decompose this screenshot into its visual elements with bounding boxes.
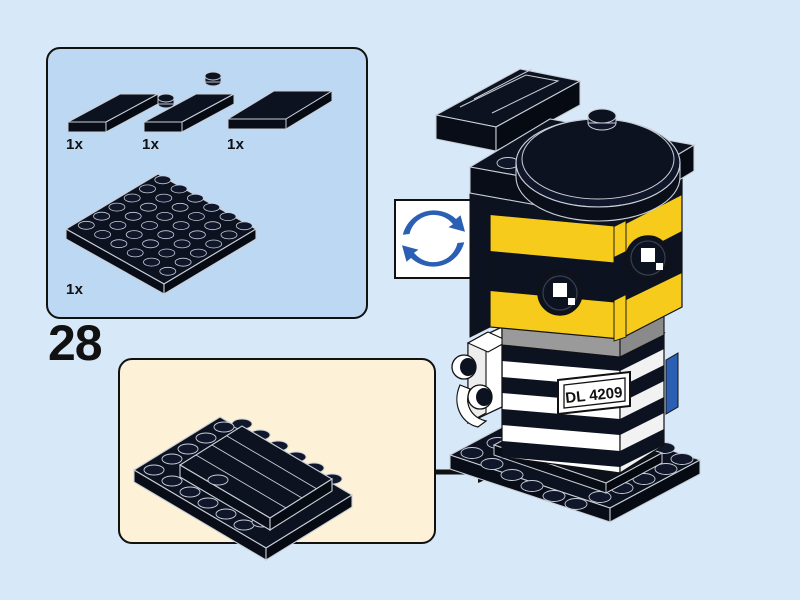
part-plate-1x4-2studs <box>143 71 235 133</box>
part-quantity-plate-1x4-2studs: 1x <box>142 136 160 153</box>
sub-assembly-panel <box>118 358 436 561</box>
parts-illustrations <box>64 71 334 295</box>
part-quantity-tile-1x4: 1x <box>66 136 84 153</box>
name-sign: DL 4209 <box>557 370 631 416</box>
parts-inventory-panel: 1x 1x 1x 1x <box>46 47 368 319</box>
model-left-arm <box>451 325 510 428</box>
rotate-icon <box>402 210 465 267</box>
rotate-model-badge <box>394 199 474 279</box>
step-number: 28 <box>48 315 103 371</box>
model-illustration: DL 4209 <box>430 55 740 535</box>
model-eye-left <box>537 270 583 316</box>
model-cap-dish <box>515 108 681 222</box>
model-eye-right <box>625 235 671 281</box>
part-quantity-tile-2x4: 1x <box>227 136 245 153</box>
part-tile-1x4 <box>67 93 159 133</box>
part-quantity-plate-6x6: 1x <box>66 281 84 298</box>
part-tile-2x4 <box>226 90 334 130</box>
placed-tiles <box>178 425 334 531</box>
name-sign-text: DL 4209 <box>565 384 624 407</box>
sub-assembly-illustration <box>132 416 354 561</box>
model-cap <box>434 68 696 222</box>
part-plate-6x6 <box>64 173 258 295</box>
